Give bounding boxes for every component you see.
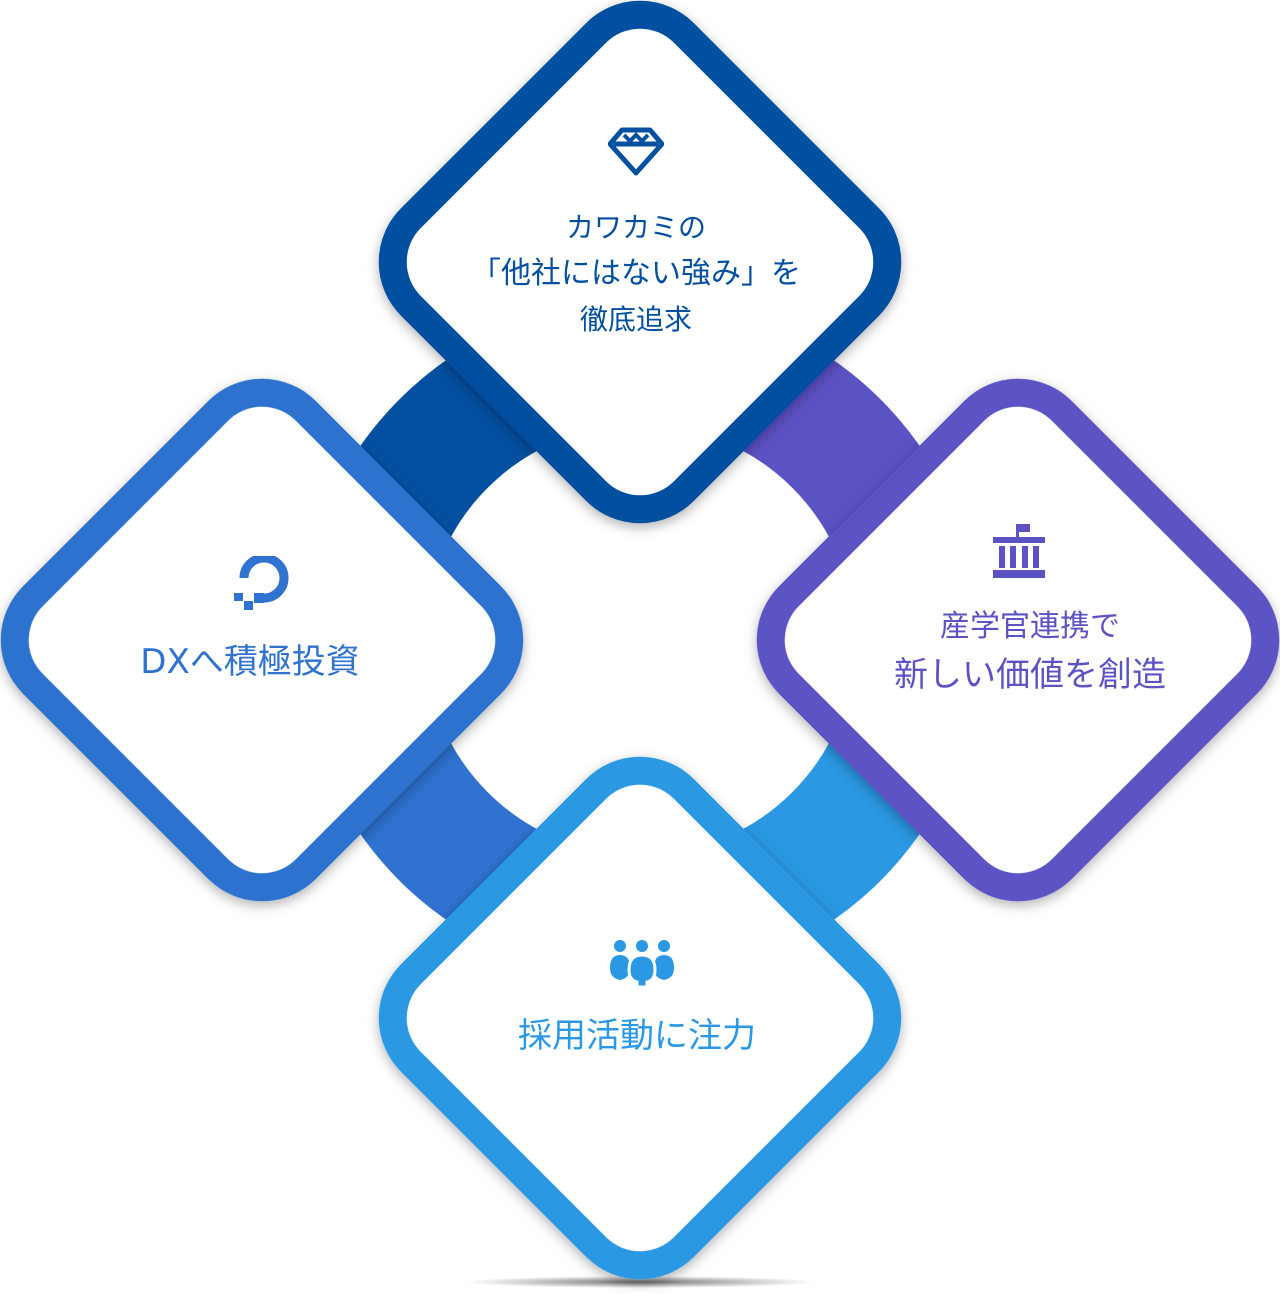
institution-building-icon <box>993 524 1045 578</box>
item-right-line-1: 産学官連携で <box>940 609 1120 644</box>
item-left-text: DXへ積極投資 <box>140 642 360 682</box>
diamond-left <box>0 378 524 902</box>
item-right-text: 産学官連携で 新しい価値を創造 <box>894 603 1166 699</box>
diamond-right <box>756 378 1280 902</box>
item-top-text: カワカミの 「他社にはない強み」を 徹底追求 <box>471 205 801 343</box>
digital-transformation-icon <box>234 556 289 610</box>
diamond-bottom <box>378 756 902 1280</box>
item-top-line-2: 「他社にはない強み」を <box>471 256 801 291</box>
item-top-line-1: カワカミの <box>565 211 706 244</box>
item-right-line-2: 新しい価値を創造 <box>894 655 1166 695</box>
item-bottom-text: 採用活動に注力 <box>518 1016 756 1056</box>
bottom-shadow <box>465 1276 815 1288</box>
item-top-line-3: 徹底追求 <box>579 303 692 336</box>
diamond-top <box>378 0 902 524</box>
diamond-icon <box>608 127 664 176</box>
team-people-icon <box>610 940 674 988</box>
